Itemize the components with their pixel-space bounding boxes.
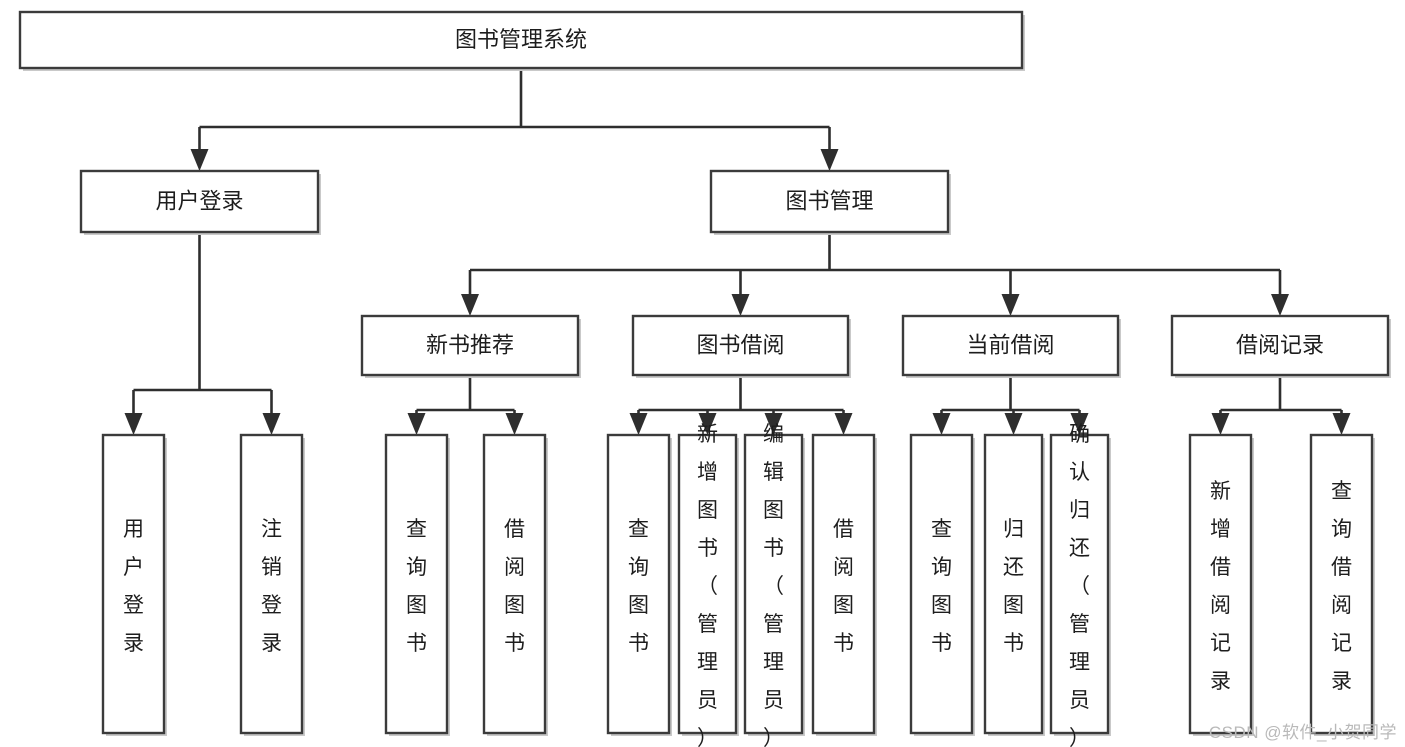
arrow-head-icon	[124, 413, 143, 435]
node-leaf-user-login[interactable]: 用户登录	[101, 433, 167, 736]
node-label: 用户登录	[155, 188, 243, 213]
node-label: 查询图书	[931, 518, 952, 655]
node-book-management[interactable]: 图书管理	[709, 169, 951, 235]
node-leaf-query-book-borrow[interactable]: 查询图书	[606, 433, 672, 736]
node-rect[interactable]	[606, 433, 671, 735]
node-borrow-record[interactable]: 借阅记录	[1170, 314, 1391, 378]
arrow-head-icon	[505, 413, 524, 435]
node-user-login[interactable]: 用户登录	[79, 169, 321, 235]
csdn-watermark: CSDN @软件_小贺同学	[1208, 723, 1397, 742]
arrow-head-icon	[1004, 413, 1023, 435]
arrow-head-icon	[731, 294, 750, 316]
node-leaf-query-borrow-record[interactable]: 查询借阅记录	[1309, 433, 1375, 736]
node-rect[interactable]	[239, 433, 304, 735]
node-leaf-add-borrow-record[interactable]: 新增借阅记录	[1188, 433, 1254, 736]
node-rect[interactable]	[709, 169, 950, 234]
arrow-head-icon	[1070, 413, 1089, 435]
node-label: 查询图书	[628, 518, 649, 655]
node-label: 新增借阅记录	[1210, 480, 1231, 693]
node-rect[interactable]	[79, 169, 320, 234]
node-label: 借阅图书	[504, 518, 525, 655]
node-rect[interactable]	[1188, 433, 1253, 735]
node-label: 注销登录	[261, 518, 282, 655]
arrow-head-icon	[1211, 413, 1230, 435]
node-rect[interactable]	[1170, 314, 1390, 377]
node-rect[interactable]	[101, 433, 166, 735]
node-rect[interactable]	[743, 433, 804, 735]
node-leaf-add-book-admin[interactable]: 新增图书（管理员）	[677, 423, 739, 747]
arrow-head-icon	[629, 413, 648, 435]
node-new-book-recommend[interactable]: 新书推荐	[360, 314, 581, 378]
node-leaf-return-book[interactable]: 归还图书	[983, 433, 1045, 736]
node-leaf-logout[interactable]: 注销登录	[239, 433, 305, 736]
arrow-head-icon	[461, 294, 479, 316]
node-label: 用户登录	[123, 518, 144, 655]
connectors-layer	[124, 68, 1351, 435]
node-rect[interactable]	[909, 433, 974, 735]
arrow-head-icon	[190, 149, 209, 171]
node-rect[interactable]	[1309, 433, 1374, 735]
arrow-head-icon	[764, 413, 783, 435]
node-rect[interactable]	[482, 433, 547, 735]
node-leaf-query-book-current[interactable]: 查询图书	[909, 433, 975, 736]
node-leaf-query-book-recommend[interactable]: 查询图书	[384, 433, 450, 736]
node-leaf-confirm-return-admin[interactable]: 确认归还（管理员）	[1049, 423, 1111, 747]
node-label: 归还图书	[1003, 518, 1024, 655]
node-rect[interactable]	[18, 10, 1024, 70]
node-rect[interactable]	[1049, 433, 1110, 735]
arrow-head-icon	[834, 413, 853, 435]
arrow-head-icon	[1332, 413, 1351, 435]
node-leaf-edit-book-admin[interactable]: 编辑图书（管理员）	[743, 423, 805, 747]
node-label: 图书借阅	[696, 332, 784, 357]
node-rect[interactable]	[677, 433, 738, 735]
node-label: 借阅记录	[1236, 332, 1324, 357]
nodes-layer: 图书管理系统用户登录图书管理新书推荐图书借阅当前借阅借阅记录用户登录注销登录查询…	[18, 10, 1391, 747]
arrow-head-icon	[698, 413, 717, 435]
node-label: 确认归还（管理员）	[1069, 423, 1090, 747]
node-leaf-borrow-book-recommend[interactable]: 借阅图书	[482, 433, 548, 736]
node-book-borrow[interactable]: 图书借阅	[631, 314, 851, 378]
arrow-head-icon	[407, 413, 426, 435]
node-current-borrow[interactable]: 当前借阅	[901, 314, 1121, 378]
node-label: 借阅图书	[833, 518, 854, 655]
node-rect[interactable]	[983, 433, 1044, 735]
node-leaf-borrow-book[interactable]: 借阅图书	[811, 433, 877, 736]
node-rect[interactable]	[901, 314, 1120, 377]
arrow-head-icon	[262, 413, 281, 435]
arrow-head-icon	[820, 149, 839, 171]
node-rect[interactable]	[811, 433, 876, 735]
node-label: 图书管理	[785, 188, 873, 213]
node-rect[interactable]	[360, 314, 580, 377]
arrow-head-icon	[932, 413, 951, 435]
node-label: 新书推荐	[426, 332, 514, 357]
arrow-head-icon	[1271, 294, 1289, 316]
node-root[interactable]: 图书管理系统	[18, 10, 1025, 71]
node-label: 当前借阅	[966, 332, 1054, 357]
node-label: 新增图书（管理员）	[697, 423, 718, 747]
node-label: 编辑图书（管理员）	[763, 423, 784, 747]
arrow-head-icon	[1001, 294, 1020, 316]
node-label: 查询借阅记录	[1331, 480, 1352, 693]
node-label: 查询图书	[406, 518, 427, 655]
node-rect[interactable]	[384, 433, 449, 735]
node-rect[interactable]	[631, 314, 850, 377]
node-label: 图书管理系统	[455, 27, 587, 52]
